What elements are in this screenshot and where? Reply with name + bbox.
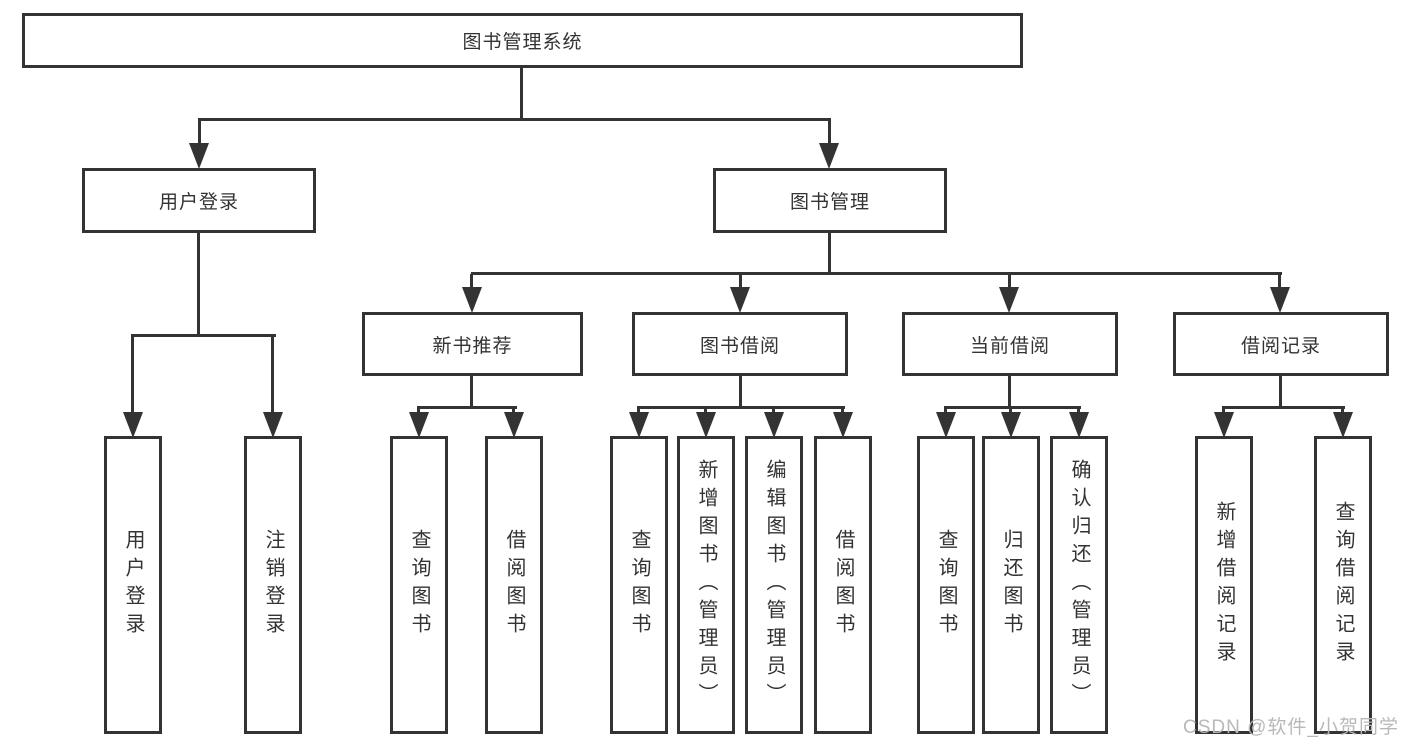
arrow-down-icon	[189, 143, 209, 169]
connector-currentborrow-stem	[1008, 374, 1011, 408]
connector-newbook-rail	[417, 406, 517, 409]
connector-book-mgmt-stem	[828, 232, 831, 274]
leaf-record-query-borrow-record-label: 查询借阅记录	[1332, 501, 1354, 669]
arrow-down-icon	[1333, 412, 1353, 438]
connector-borrowrecord-drop	[1278, 274, 1281, 288]
node-user-login: 用户登录	[82, 168, 316, 233]
leaf-borrow-query-books-label: 查询图书	[628, 529, 650, 641]
connector-newbook-drop	[470, 274, 473, 288]
leaf-record-add-borrow-record-label: 新增借阅记录	[1213, 501, 1235, 669]
connector-leaf-drop	[512, 406, 515, 416]
connector-user-login-stem	[197, 232, 200, 336]
leaf-borrow-add-books-admin: 新增图书（管理员）	[677, 436, 735, 734]
connector-leaf-drop	[772, 406, 775, 416]
arrow-down-icon	[504, 412, 524, 438]
connector-leaf-drop	[271, 336, 274, 413]
connector-leaf-drop	[131, 336, 134, 413]
arrow-down-icon	[833, 412, 853, 438]
arrow-down-icon	[999, 287, 1019, 313]
connector-leaf-drop	[841, 406, 844, 416]
leaf-logout: 注销登录	[244, 436, 302, 734]
connector-bookborrow-stem	[739, 374, 742, 408]
leaf-borrow-borrow-books: 借阅图书	[814, 436, 872, 734]
leaf-current-return-books-label: 归还图书	[1000, 529, 1022, 641]
connector-leaf-drop	[1222, 406, 1225, 416]
arrow-down-icon	[764, 412, 784, 438]
leaf-current-confirm-return-admin-label: 确认归还（管理员）	[1068, 459, 1090, 711]
connector-leaf-drop	[1341, 406, 1344, 416]
connector-leaf-drop	[417, 406, 420, 416]
leaf-borrow-edit-books-admin: 编辑图书（管理员）	[745, 436, 803, 734]
connector-level3-rail	[471, 272, 1282, 275]
arrow-down-icon	[263, 412, 283, 438]
node-user-login-label: 用户登录	[158, 192, 239, 213]
leaf-user-login-label: 用户登录	[122, 529, 144, 641]
connector-root-rail	[198, 118, 831, 121]
leaf-newbook-borrow-books-label: 借阅图书	[503, 529, 525, 641]
arrow-down-icon	[696, 412, 716, 438]
arrow-down-icon	[730, 287, 750, 313]
arrow-down-icon	[819, 143, 839, 169]
arrow-down-icon	[123, 412, 143, 438]
arrow-down-icon	[462, 287, 482, 313]
connector-borrowrecord-stem	[1279, 374, 1282, 408]
connector-leaf-drop	[944, 406, 947, 416]
leaf-borrow-borrow-books-label: 借阅图书	[832, 529, 854, 641]
leaf-newbook-borrow-books: 借阅图书	[485, 436, 543, 734]
node-book-management-label: 图书管理	[789, 192, 870, 213]
leaf-record-query-borrow-record: 查询借阅记录	[1314, 436, 1372, 734]
leaf-user-login: 用户登录	[104, 436, 162, 734]
connector-leaf-drop	[637, 406, 640, 416]
leaf-current-query-books-label: 查询图书	[935, 529, 957, 641]
leaf-logout-label: 注销登录	[262, 529, 284, 641]
leaf-borrow-add-books-admin-label: 新增图书（管理员）	[695, 459, 717, 711]
leaf-borrow-edit-books-admin-label: 编辑图书（管理员）	[763, 459, 785, 711]
connector-bookborrow-rail	[637, 406, 845, 409]
arrow-down-icon	[1214, 412, 1234, 438]
leaf-current-return-books: 归还图书	[982, 436, 1040, 734]
watermark: CSDN @软件_小贺同学	[1183, 717, 1399, 738]
leaf-borrow-query-books: 查询图书	[610, 436, 668, 734]
node-new-book-recommend: 新书推荐	[362, 312, 583, 376]
node-new-book-recommend-label: 新书推荐	[432, 335, 513, 357]
node-book-borrow-label: 图书借阅	[699, 335, 780, 357]
node-book-borrow: 图书借阅	[632, 312, 848, 376]
connector-leaf-drop	[1077, 406, 1080, 416]
leaf-record-add-borrow-record: 新增借阅记录	[1195, 436, 1253, 734]
connector-book-mgmt-drop	[828, 120, 831, 146]
node-borrow-record-label: 借阅记录	[1240, 335, 1321, 357]
connector-newbook-stem	[470, 374, 473, 408]
arrow-down-icon	[1001, 412, 1021, 438]
connector-user-login-drop	[198, 120, 201, 146]
connector-user-login-rail	[131, 334, 276, 337]
arrow-down-icon	[409, 412, 429, 438]
connector-currentborrow-rail	[944, 406, 1081, 409]
node-root-label: 图书管理系统	[462, 32, 583, 53]
node-book-management: 图书管理	[713, 168, 947, 233]
connector-bookborrow-drop	[739, 274, 742, 288]
connector-root-stem	[520, 66, 523, 120]
connector-leaf-drop	[704, 406, 707, 416]
arrow-down-icon	[936, 412, 956, 438]
arrow-down-icon	[1270, 287, 1290, 313]
arrow-down-icon	[629, 412, 649, 438]
connector-leaf-drop	[1009, 406, 1012, 416]
arrow-down-icon	[1069, 412, 1089, 438]
node-current-borrow-label: 当前借阅	[969, 335, 1050, 357]
node-root: 图书管理系统	[22, 13, 1023, 68]
leaf-current-confirm-return-admin: 确认归还（管理员）	[1050, 436, 1108, 734]
connector-currentborrow-drop	[1008, 274, 1011, 288]
connector-borrowrecord-rail	[1222, 406, 1345, 409]
node-current-borrow: 当前借阅	[902, 312, 1118, 376]
leaf-current-query-books: 查询图书	[917, 436, 975, 734]
leaf-newbook-query-books-label: 查询图书	[408, 529, 430, 641]
node-borrow-record: 借阅记录	[1173, 312, 1389, 376]
leaf-newbook-query-books: 查询图书	[390, 436, 448, 734]
